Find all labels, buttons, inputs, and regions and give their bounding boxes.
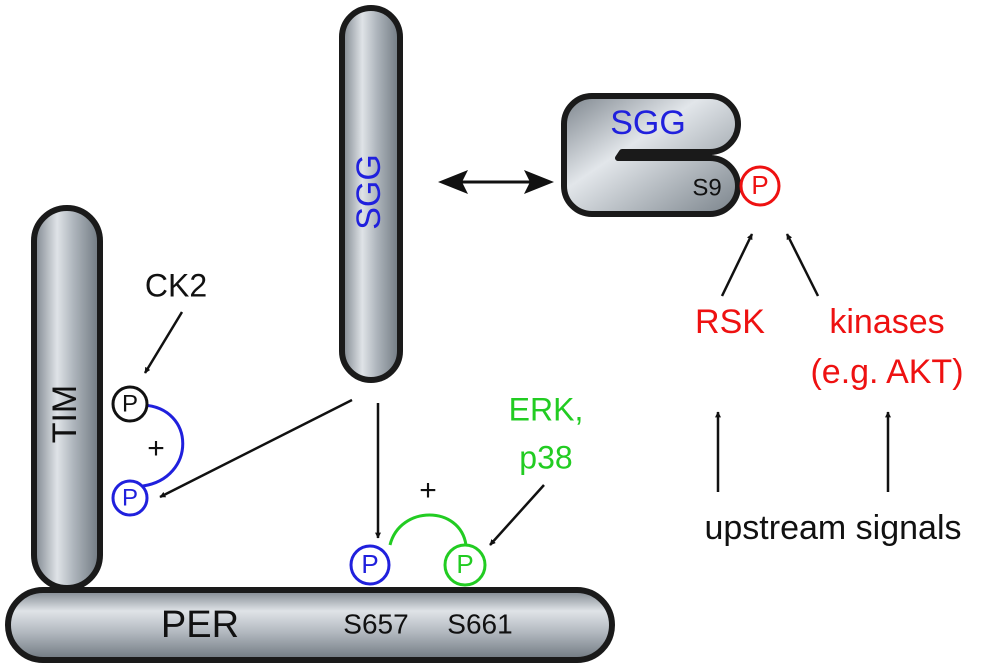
arrows (143, 233, 891, 546)
tim-label: TIM (46, 385, 84, 444)
tim-phospho-sites: + P P (111, 385, 185, 517)
s661-site-label: S661 (447, 608, 512, 639)
arrow-erk-to-s661 (489, 484, 545, 546)
phospho-p-tim-sgg: P (122, 484, 138, 511)
arrow-rsk-to-s9 (720, 233, 754, 297)
erk-label: ERK, (509, 391, 584, 427)
kinases-label: kinases (829, 303, 944, 341)
phospho-p-s9: P (751, 170, 768, 200)
akt-example-label: (e.g. AKT) (810, 353, 963, 391)
per-plus-sign: + (419, 474, 437, 507)
per-label: PER (161, 604, 239, 646)
arrow-ck2-to-tim (143, 311, 184, 374)
s657-site-label: S657 (343, 608, 408, 639)
equilibrium-arrow (438, 170, 554, 194)
per-protein: PER S657 S661 (5, 587, 615, 663)
phospho-p-s657: P (361, 549, 378, 579)
sgg-vertical-label: SGG (350, 154, 388, 230)
rsk-label: RSK (695, 303, 765, 341)
phospho-p-tim-ck2: P (122, 390, 138, 417)
arrow-kinases-to-s9 (785, 233, 820, 297)
phospho-p-s661: P (456, 549, 473, 579)
s9-phospho-site: P (739, 165, 781, 207)
sgg-vertical-protein: SGG (339, 5, 403, 383)
ck2-label: CK2 (145, 267, 207, 303)
upstream-signals-label: upstream signals (704, 509, 961, 547)
per-phospho-sites: + P P (349, 474, 487, 587)
s9-site-label: S9 (692, 174, 721, 201)
tim-protein: TIM (31, 205, 103, 591)
sgg-folded-label: SGG (610, 104, 686, 142)
p38-label: p38 (519, 439, 572, 475)
arrow-sgg-to-tim (159, 398, 353, 499)
tim-plus-sign: + (147, 432, 165, 465)
sgg-folded-protein: SGG S9 (561, 93, 741, 217)
